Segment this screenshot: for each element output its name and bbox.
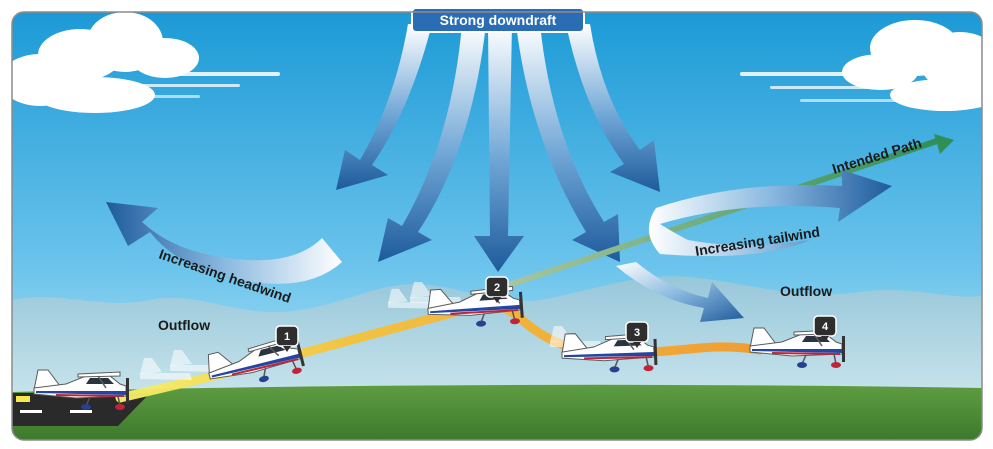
diagram-title: Strong downdraft [440, 12, 557, 28]
runway-marking [20, 410, 42, 413]
svg-text:4: 4 [822, 321, 829, 333]
svg-text:1: 1 [284, 331, 290, 343]
runway-marking [70, 410, 92, 413]
svg-text:3: 3 [634, 327, 640, 339]
outflow-label-right: Outflow [780, 283, 832, 299]
outflow-label-left: Outflow [158, 317, 210, 333]
svg-text:2: 2 [494, 282, 500, 294]
runway-threshold [16, 396, 30, 402]
